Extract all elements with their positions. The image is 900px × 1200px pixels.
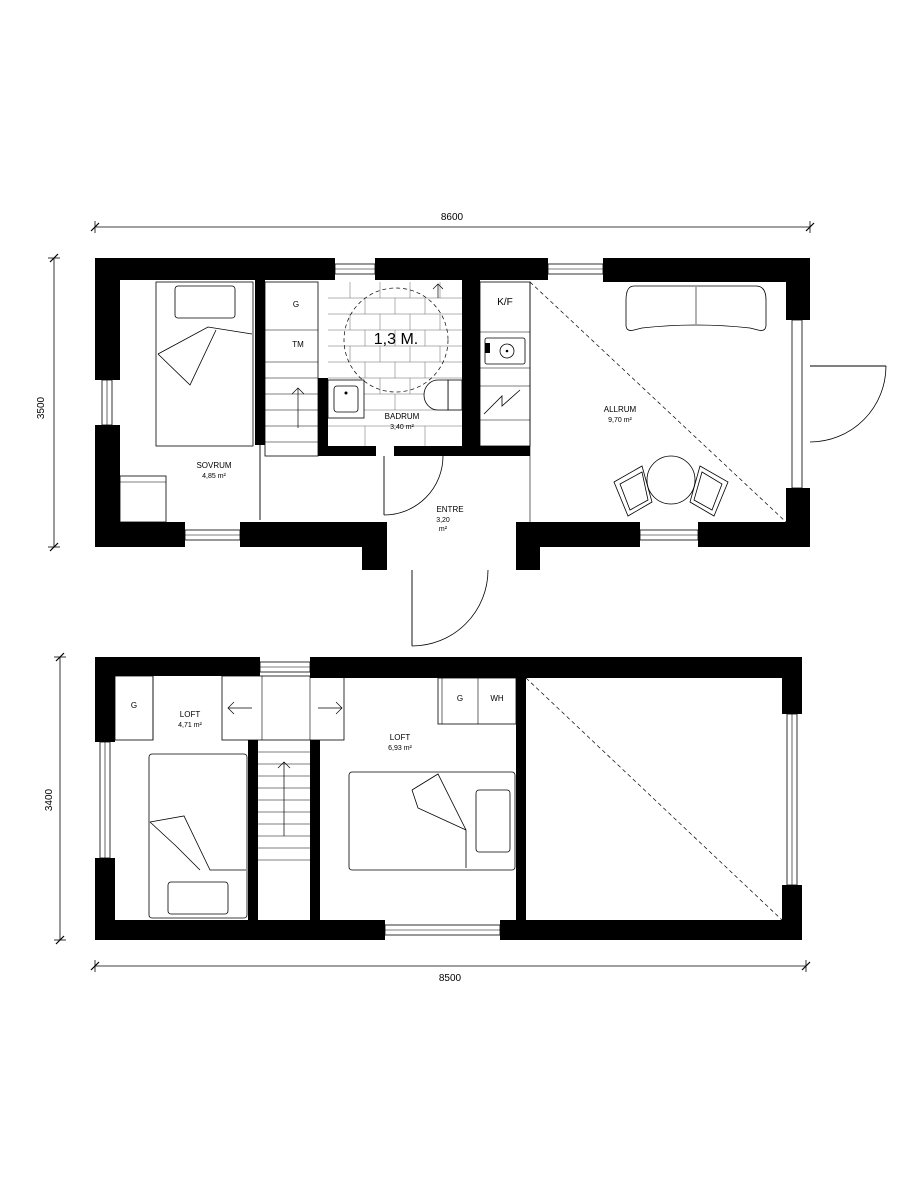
ground-floor-width-dimension: 8600: [90, 212, 815, 233]
left-loft-area: 4,71 m²: [178, 722, 202, 729]
right-loft-name: LOFT: [390, 733, 411, 742]
bedroom-furniture: [119, 281, 254, 523]
upper-floor-height-label: 3400: [44, 788, 55, 811]
right-loft-area: 6,93 m²: [388, 745, 412, 752]
entrance-area: 3,20: [436, 517, 450, 524]
bathroom-area: 3,40 m²: [390, 424, 414, 431]
bathroom-name: BADRUM: [385, 412, 420, 421]
washer-label: TM: [292, 340, 304, 349]
left-loft-furniture: [114, 675, 248, 919]
wardrobe-label: G: [293, 300, 299, 309]
ground-floor-stairs: [264, 281, 319, 457]
ground-floor-height-label: 3500: [36, 396, 47, 419]
water-heater-label: WH: [490, 694, 504, 703]
turning-circle-label: 1,3 M.: [374, 331, 418, 348]
entrance-name: ENTRE: [436, 505, 463, 514]
right-loft-furniture: [348, 677, 783, 921]
living-room-name: ALLRUM: [604, 405, 637, 414]
upper-floor-width-label: 8500: [439, 973, 462, 984]
kitchen-unit: [479, 281, 531, 522]
left-wardrobe-label: G: [131, 701, 137, 710]
left-loft-name: LOFT: [180, 710, 201, 719]
ground-floor-windows: [101, 263, 803, 541]
upper-floor-walls: [95, 657, 802, 940]
kitchen-label: K/F: [497, 297, 513, 308]
upper-floor-windows: [99, 661, 798, 936]
bathroom-fixtures: [327, 282, 463, 446]
living-room-furniture: [529, 281, 787, 523]
living-room-area: 9,70 m²: [608, 417, 632, 424]
right-wardrobe-label: G: [457, 694, 463, 703]
ground-floor-width-label: 8600: [441, 212, 464, 223]
room-labels: SOVRUM 4,85 m² BADRUM 3,40 m² ALLRUM 9,7…: [131, 297, 637, 752]
bedroom-area: 4,85 m²: [202, 473, 226, 480]
ground-floor-doors: [259, 365, 887, 647]
ground-floor-height-dimension: 3500: [36, 253, 60, 552]
ground-floor-walls: [95, 258, 810, 570]
ground-floor-plan: 8600 3500: [36, 212, 887, 647]
upper-floor-stairs: [221, 675, 345, 861]
entrance-area-unit: m²: [439, 526, 448, 533]
upper-floor-plan: 8500 3400: [44, 652, 811, 984]
upper-floor-width-dimension: 8500: [90, 960, 811, 984]
upper-floor-height-dimension: 3400: [44, 652, 66, 945]
bedroom-name: SOVRUM: [196, 461, 231, 470]
